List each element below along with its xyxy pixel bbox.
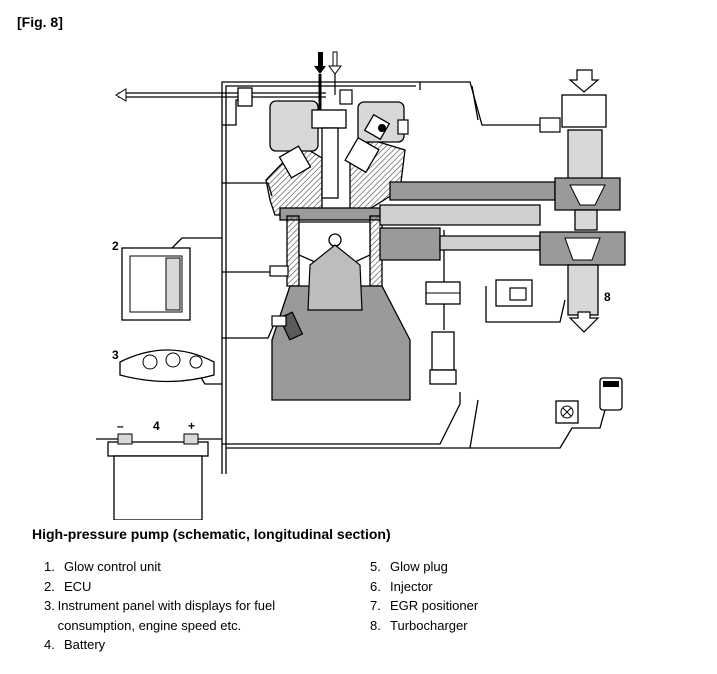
callout-ecu: 2 <box>112 239 119 253</box>
cylinder-head <box>265 89 409 216</box>
callout-turbocharger: 8 <box>604 290 611 304</box>
legend-item: 7.EGR positioner <box>370 598 479 614</box>
egr-positioner <box>495 279 533 307</box>
battery <box>96 433 222 520</box>
legend-item: 6.Injector <box>370 578 433 594</box>
glow-plug <box>269 265 304 341</box>
legend-item: 5.Glow plug <box>370 559 448 574</box>
fuel-inlet-arrows <box>314 51 342 125</box>
legend-item: 4.Battery <box>44 637 106 653</box>
instrument-panel <box>119 349 215 383</box>
battery-minus-label: – <box>117 419 124 433</box>
engine-schematic: 2 3 4 – + 8 <box>96 51 626 520</box>
accelerator-pedal-sensor <box>599 377 623 411</box>
legend-item: 8.Turbocharger <box>370 617 468 633</box>
glow-control-unit <box>237 87 253 107</box>
air-mass-meter <box>539 69 607 181</box>
ecu <box>121 247 191 321</box>
legend-left: 1.Glow control unit 2.ECU 3.Instrument p… <box>44 557 334 655</box>
legend-item: 1.Glow control unit <box>44 559 161 574</box>
legend-item: 2.ECU <box>44 578 92 594</box>
intake-exhaust-ducts <box>379 181 556 261</box>
callout-battery: 4 <box>153 419 160 433</box>
egr-valve <box>425 281 461 385</box>
legend-right: 5.Glow plug 6.Injector 7.EGR positioner … <box>370 557 570 635</box>
figure-caption: High-pressure pump (schematic, longitudi… <box>32 526 391 542</box>
battery-plus-label: + <box>188 419 195 433</box>
exhaust-return-line <box>115 88 326 102</box>
figure-label: [Fig. 8] <box>17 14 63 30</box>
callout-instrument-panel: 3 <box>112 348 119 362</box>
legend-item: 3.Instrument panel with displays for fue… <box>44 598 276 633</box>
warning-lamp <box>555 400 579 424</box>
engine-block <box>271 207 411 401</box>
turbocharger <box>539 177 626 333</box>
